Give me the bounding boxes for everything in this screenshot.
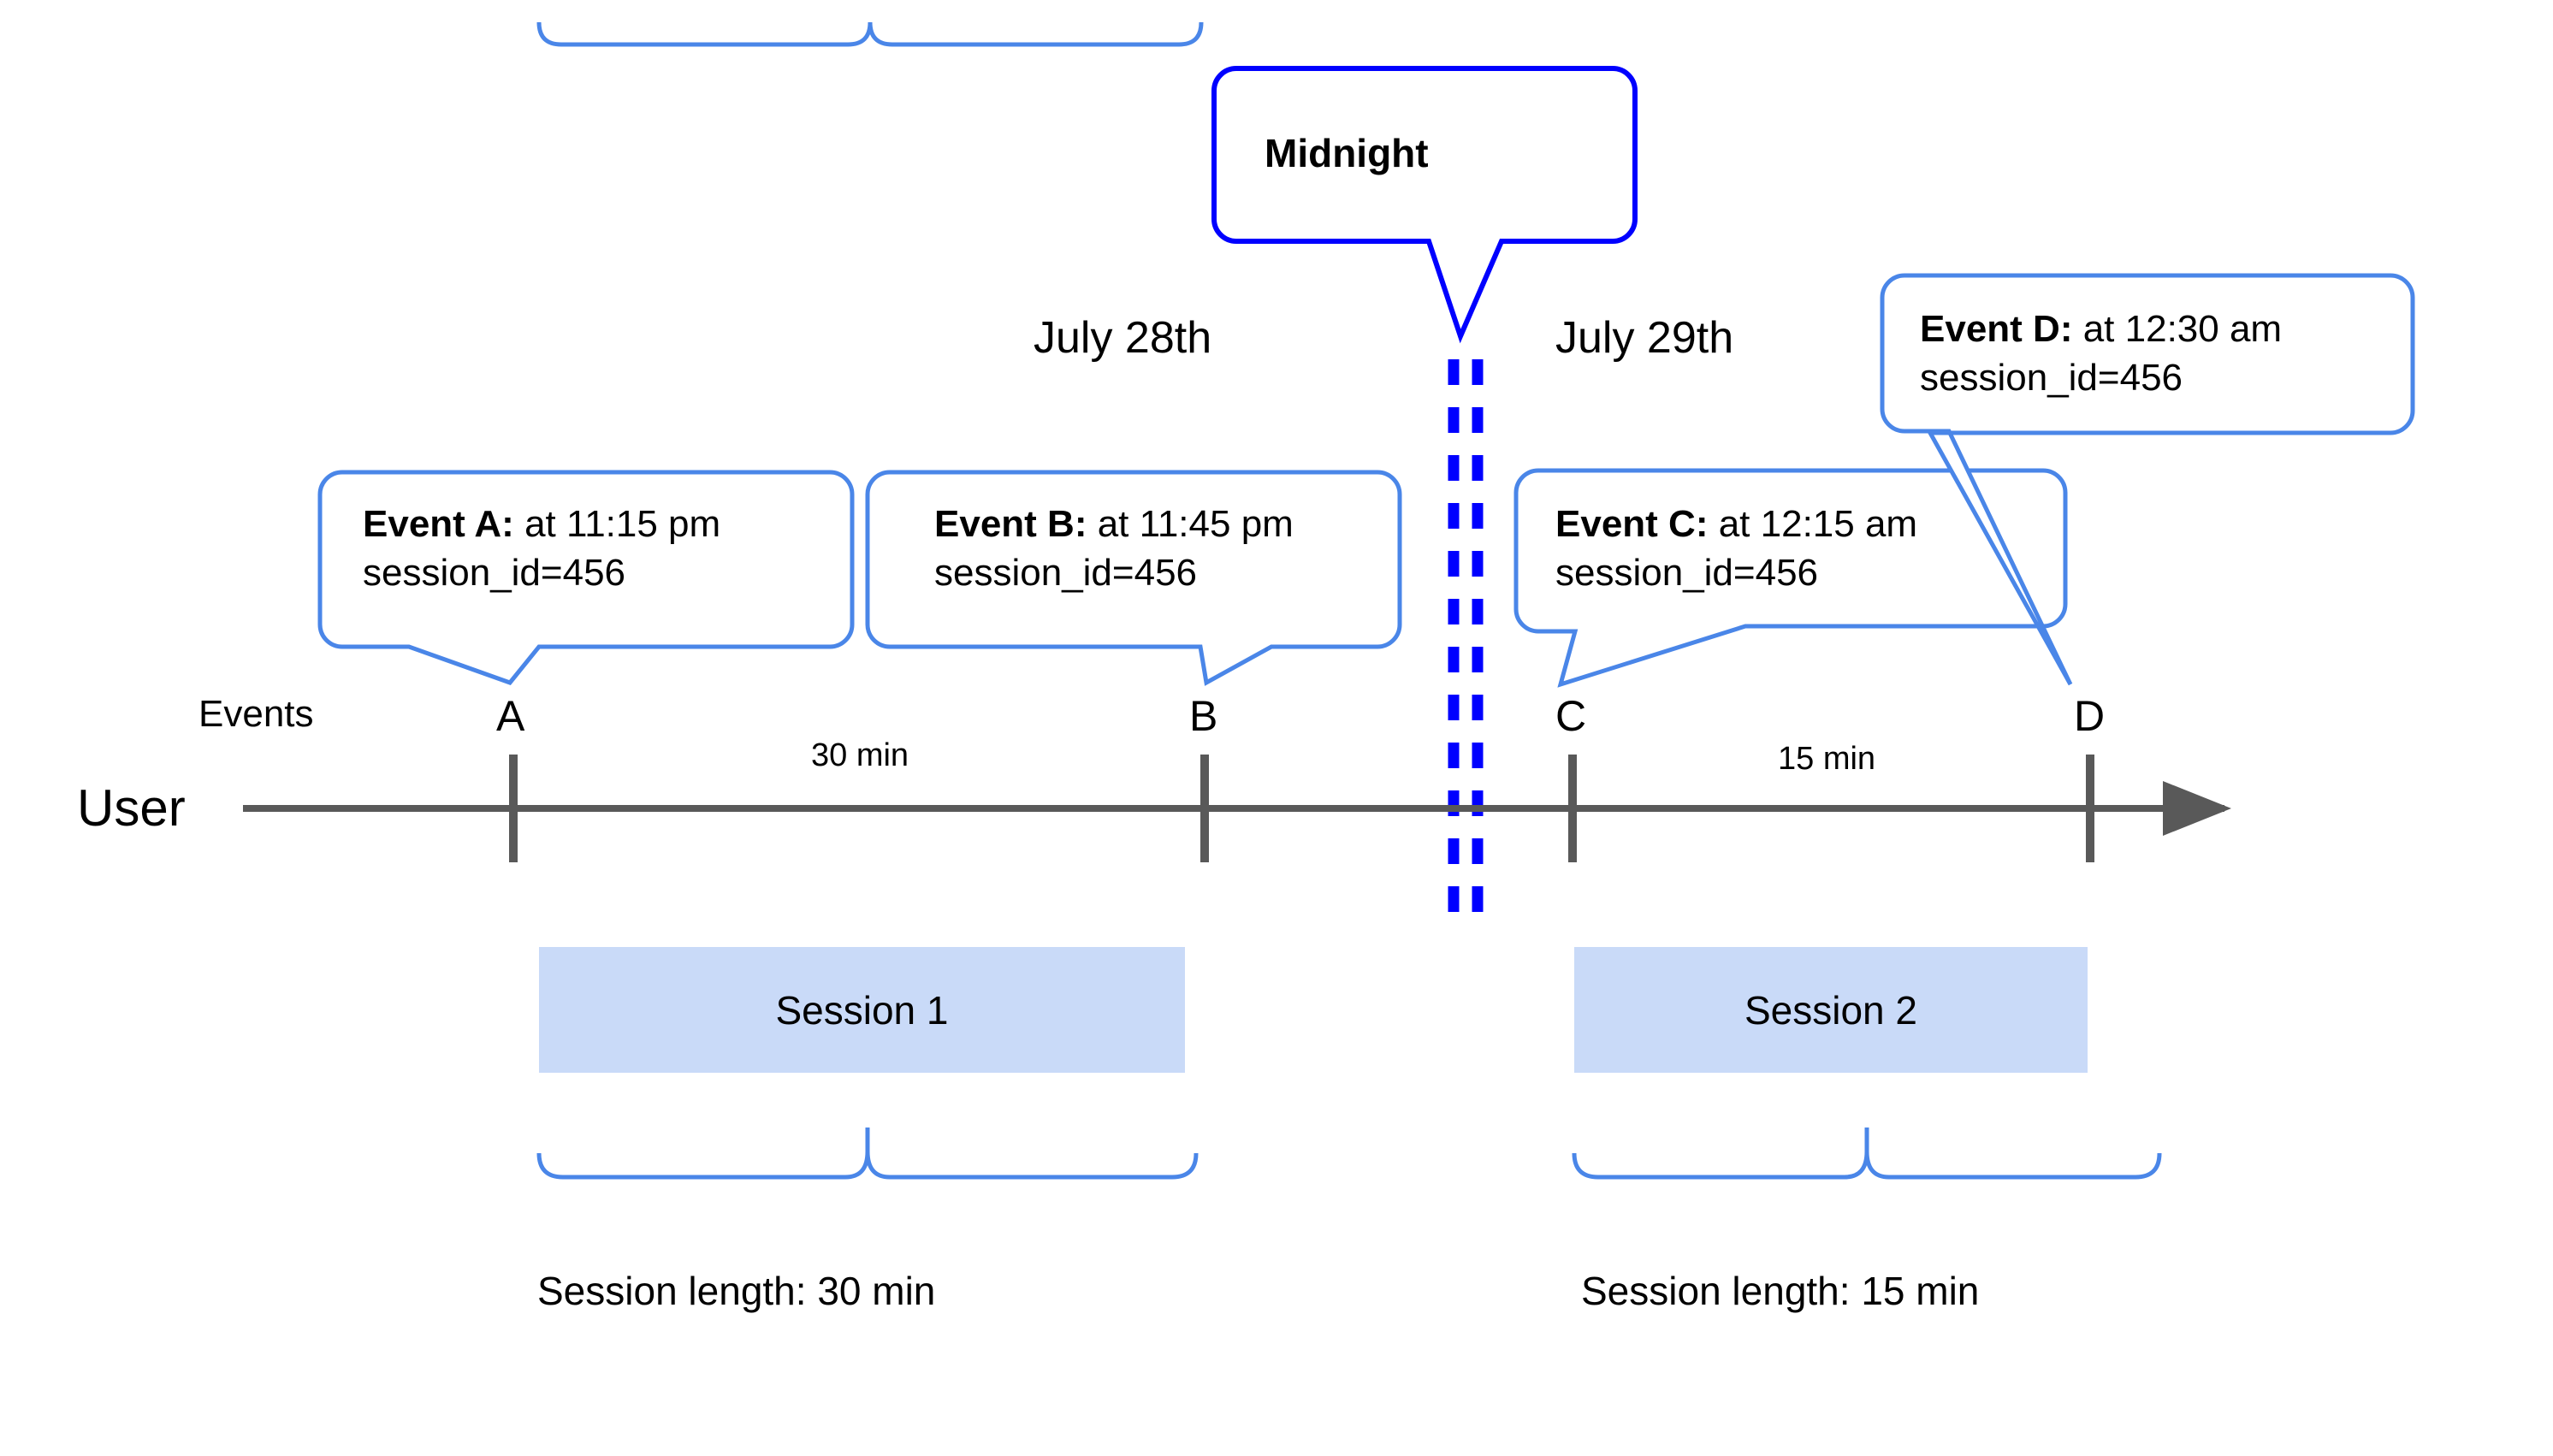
event-c-callout-shape (1513, 468, 2068, 688)
gap-label-ab: 30 min (811, 737, 909, 773)
event-a-session-id: session_id=456 (363, 552, 626, 595)
event-b-callout-text: Event B: at 11:45 pm session_id=456 (934, 500, 1413, 597)
event-a-bold: Event A: (363, 503, 514, 545)
event-b-session-id: session_id=456 (934, 552, 1198, 595)
event-d-callout-shape (1880, 273, 2415, 686)
session2-box: Session 2 (1574, 947, 2088, 1073)
session2-label: Session 2 (1744, 987, 1917, 1033)
event-b-bold: Event B: (934, 503, 1087, 545)
event-a-time: at 11:15 pm (513, 503, 721, 545)
session1-brace (536, 21, 1204, 1180)
event-a-callout-text: Event A: at 11:15 pm session_id=456 (363, 500, 842, 597)
event-marker-a: A (496, 692, 525, 740)
event-c-bold: Event C: (1555, 503, 1709, 545)
session2-length-label: Session length: 15 min (1581, 1269, 1980, 1313)
session2-brace (1572, 1128, 2162, 1180)
session1-box: Session 1 (539, 947, 1185, 1073)
event-marker-c: C (1555, 692, 1587, 740)
event-c-time: at 12:15 am (1708, 503, 1918, 545)
date-label-july29: July 29th (1555, 313, 1734, 363)
lane-label-events: Events (198, 693, 314, 735)
event-marker-b: B (1189, 692, 1218, 740)
event-c-callout-text: Event C: at 12:15 am session_id=456 (1555, 500, 2052, 597)
midnight-label: Midnight (1265, 131, 1429, 175)
lane-label-user: User (77, 779, 186, 837)
event-a-callout-shape (317, 470, 855, 685)
session1-label: Session 1 (775, 987, 949, 1033)
event-d-bold: Event D: (1920, 308, 2073, 350)
event-d-time: at 12:30 am (2072, 308, 2283, 350)
event-b-callout-shape (865, 470, 1402, 686)
date-label-july28: July 28th (1034, 313, 1212, 363)
session1-length-label: Session length: 30 min (537, 1269, 936, 1313)
event-c-session-id: session_id=456 (1555, 552, 1819, 595)
midnight-dashed-lines (1448, 359, 1484, 924)
event-d-session-id: session_id=456 (1920, 357, 2183, 400)
event-marker-d: D (2074, 692, 2106, 740)
midnight-callout-shape (1211, 66, 1638, 344)
event-d-callout-text: Event D: at 12:30 am session_id=456 (1920, 305, 2408, 402)
event-b-time: at 11:45 pm (1087, 503, 1294, 545)
event-ticks (509, 755, 2094, 862)
gap-label-cd: 15 min (1778, 741, 1876, 777)
